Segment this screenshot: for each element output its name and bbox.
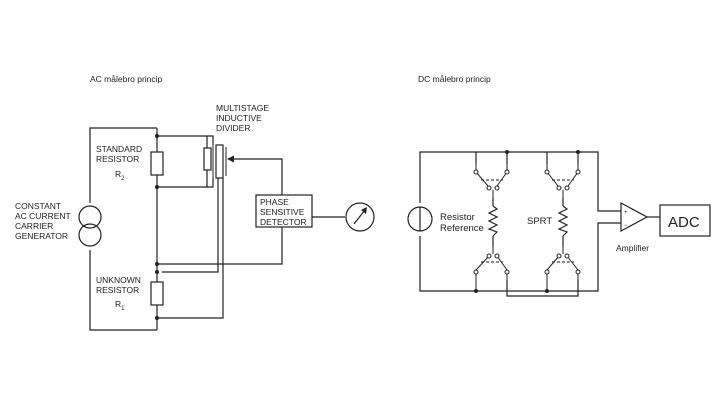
amp-minus-sign: −: [624, 223, 628, 229]
unknown-resistor-symbol: R1: [115, 299, 125, 312]
unknown-resistor-icon: [150, 281, 164, 306]
standard-resistor-symbol: R2: [115, 169, 125, 182]
amp-plus-sign: +: [624, 210, 628, 216]
switch-group-bottom-left: [473, 246, 510, 291]
dc-outer-loop: [419, 151, 621, 292]
divider-label-2: INDUCTIVE: [216, 113, 262, 123]
phase-detector-box: [255, 194, 313, 228]
dc-switch-feed: [475, 152, 548, 164]
reference-resistor-icon: [487, 205, 499, 237]
ac-junction-dots: [155, 134, 159, 320]
current-source-icon: [78, 205, 102, 247]
meter-icon: [345, 202, 375, 232]
generator-label-3: CARRIER: [15, 221, 53, 231]
unknown-resistor-label-1: UNKNOWN: [96, 275, 141, 285]
ac-title: AC målebro princip: [90, 74, 163, 84]
detector-label-3: DETECTOR: [260, 217, 307, 227]
adc-box: [659, 204, 711, 237]
unknown-resistor-label-2: RESISTOR: [96, 285, 139, 295]
amplifier-label: Amplifier: [616, 243, 649, 253]
generator-label-1: CONSTANT: [15, 201, 61, 211]
divider-label-3: DIVIDER: [216, 123, 250, 133]
amplifier-icon: [620, 201, 649, 233]
generator-label-2: AC CURRENT: [15, 211, 71, 221]
switch-group-top-right: [544, 164, 581, 198]
ac-bridge-diagram: AC målebro princip CONSTANT AC CURRENT C…: [15, 74, 375, 331]
detector-label-1: PHASE: [260, 197, 289, 207]
divider-tap-wire: [232, 158, 283, 195]
divider-label-1: MULTISTAGE: [216, 103, 269, 113]
dc-current-source-icon: [407, 206, 433, 232]
dc-bridge-diagram: DC målebro princip: [407, 74, 711, 297]
detector-label-2: SENSITIVE: [260, 207, 305, 217]
adc-label: ADC: [668, 214, 700, 231]
standard-resistor-label-1: STANDARD: [96, 144, 142, 154]
ac-divider-wiring: [157, 135, 283, 319]
switch-group-top-left: [473, 164, 510, 198]
reference-label-2: Reference: [440, 223, 484, 234]
standard-resistor-icon: [150, 151, 164, 176]
sprt-label: SPRT: [527, 216, 552, 227]
sprt-resistor-icon: [557, 205, 569, 237]
switch-group-bottom-right: [544, 246, 581, 291]
reference-label-1: Resistor: [440, 212, 475, 223]
dc-title: DC målebro princip: [418, 74, 491, 84]
tap-arrow-icon: [227, 155, 234, 163]
dc-junction-dots: [474, 150, 580, 293]
ac-generator-loop: [89, 127, 157, 331]
inductive-divider-icon: [203, 144, 227, 179]
standard-resistor-label-2: RESISTOR: [96, 154, 139, 164]
generator-label-4: GENERATOR: [15, 231, 68, 241]
